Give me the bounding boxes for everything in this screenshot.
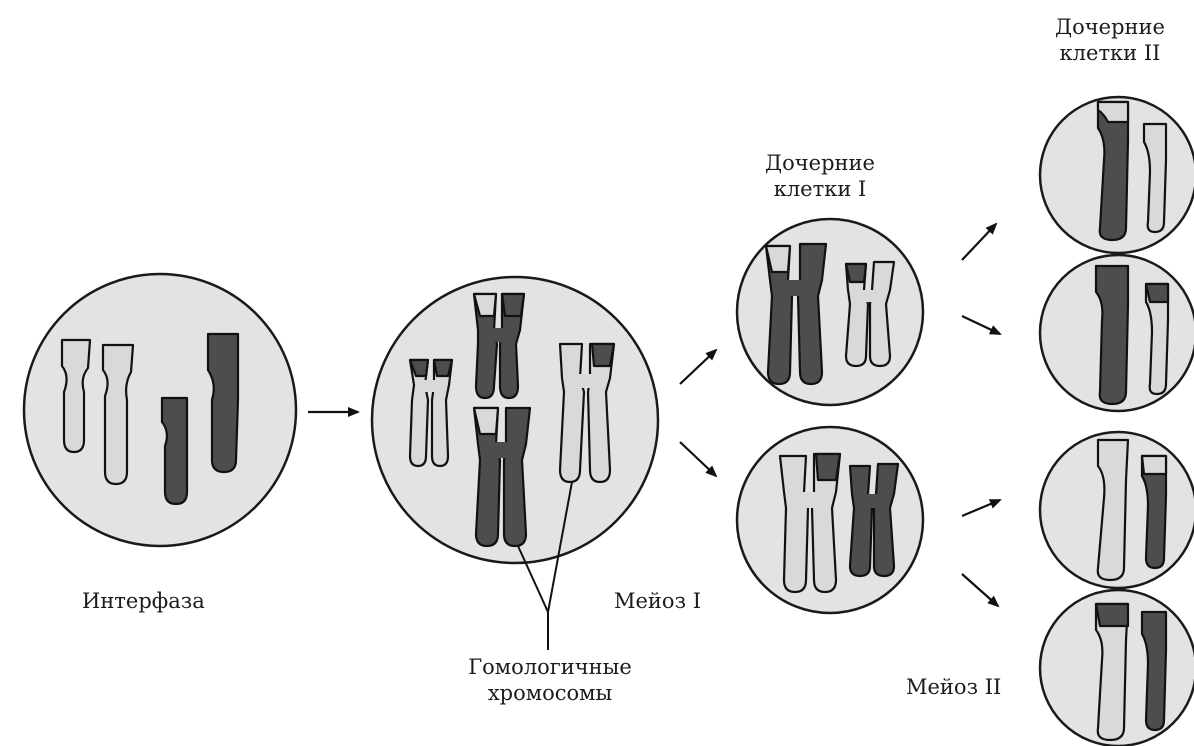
chromatid-dark-1: [162, 398, 187, 504]
arrow-meiosis1-bottom: [680, 442, 716, 476]
arrow-meiosis2-b: [962, 316, 1000, 334]
label-daughter-cells-1: Дочерние клетки I: [730, 150, 910, 202]
label-meiosis2: Мейоз II: [906, 674, 1001, 700]
label-homologous-line2: хромосомы: [440, 680, 660, 706]
label-daughter-cells-2: Дочерние клетки II: [1030, 14, 1190, 66]
arrow-meiosis1-top: [680, 350, 716, 384]
label-meiosis1: Мейоз I: [614, 588, 701, 614]
arrow-meiosis2-a: [962, 224, 996, 260]
label-interphase: Интерфаза: [82, 588, 205, 614]
daughter-cell-1-top: [737, 219, 923, 405]
label-daughter2-line2: клетки II: [1030, 40, 1190, 66]
arrow-meiosis2-d: [962, 574, 998, 606]
label-homologous-line1: Гомологичные: [440, 654, 660, 680]
arrow-meiosis2-c: [962, 500, 1000, 516]
label-daughter1-line1: Дочерние: [730, 150, 910, 176]
label-homologous-chromosomes: Гомологичные хромосомы: [440, 654, 660, 706]
chromatid-dark-2: [208, 334, 238, 472]
label-daughter2-line1: Дочерние: [1030, 14, 1190, 40]
label-daughter1-line2: клетки I: [730, 176, 910, 202]
